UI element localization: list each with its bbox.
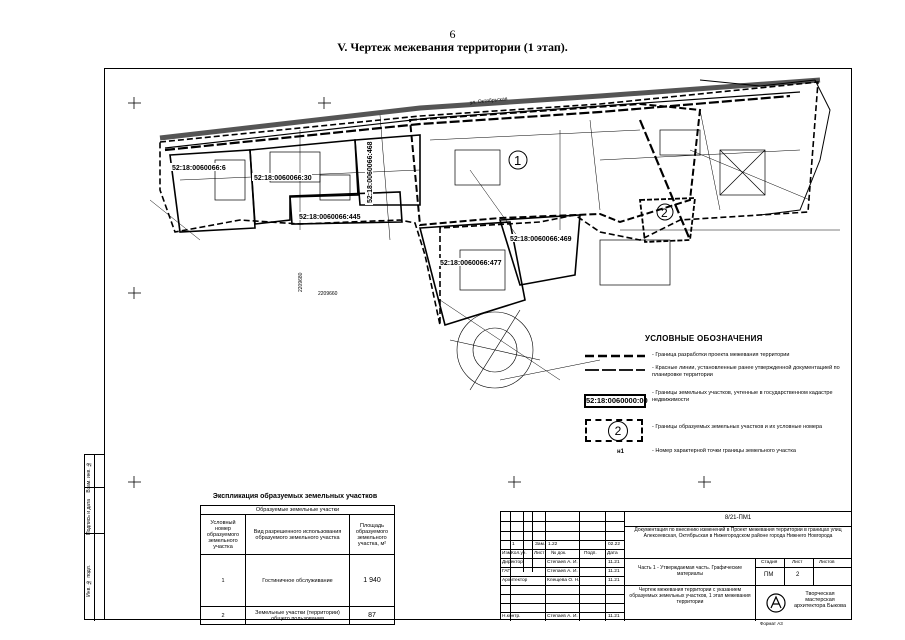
legend-item: - Красные линии, установленные ранее утв… bbox=[652, 365, 840, 378]
legend-point-sample: н1 bbox=[617, 449, 624, 455]
drawing-sheet-frame bbox=[104, 68, 852, 620]
person-name: Степаев А. И. bbox=[547, 614, 578, 619]
explication-table: Образуемые земельные участки Условный но… bbox=[200, 505, 395, 625]
legend-item: - Граница разработки проекта межевания т… bbox=[652, 352, 790, 358]
formed-plot-marker bbox=[656, 203, 674, 221]
table-row: 1 Гостиничное обслуживание 1 940 bbox=[200, 554, 395, 607]
parcel-number: 52:18:0060066:445 bbox=[299, 214, 361, 221]
plot-num: 2 bbox=[200, 606, 246, 625]
parcel-number: 52:18:0060066:469 bbox=[510, 236, 572, 243]
parcel-number: 52:18:0060066:477 bbox=[440, 260, 502, 267]
rev-cell: 1.22 bbox=[548, 542, 558, 547]
parcel-number: 52:18:0060066:30 bbox=[254, 175, 312, 182]
col-header: Подп. bbox=[584, 551, 597, 556]
title-block: 1 Зам. 1.22 02.22 Изм. Кол.уч. Лист № до… bbox=[500, 511, 852, 621]
page-number: 6 bbox=[449, 27, 456, 41]
person-role: ГАП bbox=[502, 569, 511, 574]
sheet-value: 2 bbox=[796, 572, 800, 578]
format-label: Формат А3 bbox=[760, 621, 783, 626]
explication-header: Вид разрешенного использования образуемо… bbox=[245, 514, 350, 555]
parcel-number: 52:18:0060066:6 bbox=[172, 165, 226, 172]
col-header: Лист bbox=[534, 551, 545, 556]
person-date: 11.21 bbox=[608, 560, 620, 565]
part-title: Часть 1 - Утверждаемая часть. Графически… bbox=[638, 565, 742, 577]
page-title: V. Чертеж межевания территории (1 этап). bbox=[337, 40, 568, 54]
doc-code: 8/21-ПМ1 bbox=[724, 515, 752, 521]
person-role: Н.контр. bbox=[502, 614, 521, 619]
col-header: Кол.уч. bbox=[511, 551, 527, 556]
rev-cell: 1 bbox=[512, 542, 515, 547]
legend-parcel-sample: 52:18:0060000:00 bbox=[584, 394, 648, 408]
parcel-boundary bbox=[169, 149, 256, 233]
person-name: Степаев А. И. bbox=[547, 560, 578, 565]
person-name: Клещева О. Н. bbox=[547, 578, 580, 583]
plot-area: 1 940 bbox=[349, 554, 395, 607]
formed-plot-number: 1 bbox=[514, 153, 521, 168]
street-band bbox=[159, 77, 821, 141]
org-name: Творческая мастерская архитектора Быкова bbox=[793, 591, 847, 609]
stage-value: ПМ bbox=[764, 572, 774, 578]
legend-formed-plot-number: 2 bbox=[608, 421, 628, 441]
explication-header: Площадь образуемого земельного участка, … bbox=[349, 514, 395, 555]
plot-num: 1 bbox=[200, 554, 246, 607]
legend-item: - Номер характерной точки границы земель… bbox=[652, 448, 796, 454]
sheets-label: Листов bbox=[819, 560, 835, 565]
person-role: Директор bbox=[502, 560, 523, 565]
person-date: 11.21 bbox=[608, 569, 620, 574]
col-header: Дата bbox=[607, 551, 618, 556]
person-date: 11.21 bbox=[608, 578, 620, 583]
side-strip: Взам. инв. № Подпись и дата Инв. № подл. bbox=[84, 454, 105, 621]
crosshair-marks bbox=[128, 97, 711, 488]
formed-plot-marker bbox=[508, 150, 528, 170]
side-strip-label: Инв. № подл. bbox=[86, 565, 92, 597]
rev-cell: Зам. bbox=[535, 542, 546, 547]
side-strip-label: Подпись и дата bbox=[86, 499, 92, 535]
explication-title: Экспликация образуемых земельных участко… bbox=[212, 493, 378, 500]
doc-title: Документация по внесению изменений в Про… bbox=[634, 527, 842, 539]
plot-use: Земельные участки (территории) общего по… bbox=[245, 606, 350, 625]
explication-header: Условный номер образуемого земельного уч… bbox=[200, 514, 246, 555]
person-name: Степаев А. И. bbox=[547, 569, 578, 574]
coordinate-label: 2209680 bbox=[298, 272, 304, 292]
org-logo-icon bbox=[766, 593, 786, 613]
project-boundary bbox=[159, 81, 819, 326]
legend-item: - Границы земельных участков, учтенные в… bbox=[652, 390, 833, 403]
explication-group-header: Образуемые земельные участки bbox=[200, 505, 395, 515]
plot-use: Гостиничное обслуживание bbox=[245, 554, 350, 607]
street-label: ул. Октябрьская bbox=[470, 96, 508, 106]
person-role: Архитектор bbox=[502, 578, 528, 583]
legend-formed-plot-sample bbox=[585, 419, 643, 442]
sheet-title: Чертеж межевания территории с указанием … bbox=[629, 587, 751, 605]
formed-plot-number: 2 bbox=[661, 206, 668, 220]
coordinate-label: 2209660 bbox=[318, 291, 338, 297]
stage-label: Стадия bbox=[761, 560, 778, 565]
legend-item: - Границы образуемых земельных участков … bbox=[652, 424, 823, 430]
cadastral-drawing: 52:18:0060066:6 52:18:0060066:30 52:18:0… bbox=[128, 77, 840, 488]
side-strip-label: Взам. инв. № bbox=[86, 461, 92, 493]
col-header: Изм. bbox=[502, 551, 513, 556]
legend-symbols bbox=[585, 354, 645, 371]
legend-title: УСЛОВНЫЕ ОБОЗНАЧЕНИЯ bbox=[645, 334, 763, 343]
sheet-label: Лист bbox=[792, 560, 803, 565]
table-row: 2 Земельные участки (территории) общего … bbox=[200, 606, 395, 625]
col-header: № док. bbox=[551, 551, 567, 556]
person-date: 11.21 bbox=[608, 614, 620, 619]
plot-area: 87 bbox=[349, 606, 395, 625]
rev-cell: 02.22 bbox=[608, 542, 621, 547]
parcel-number: 52:18:0060066:468 bbox=[367, 141, 374, 203]
